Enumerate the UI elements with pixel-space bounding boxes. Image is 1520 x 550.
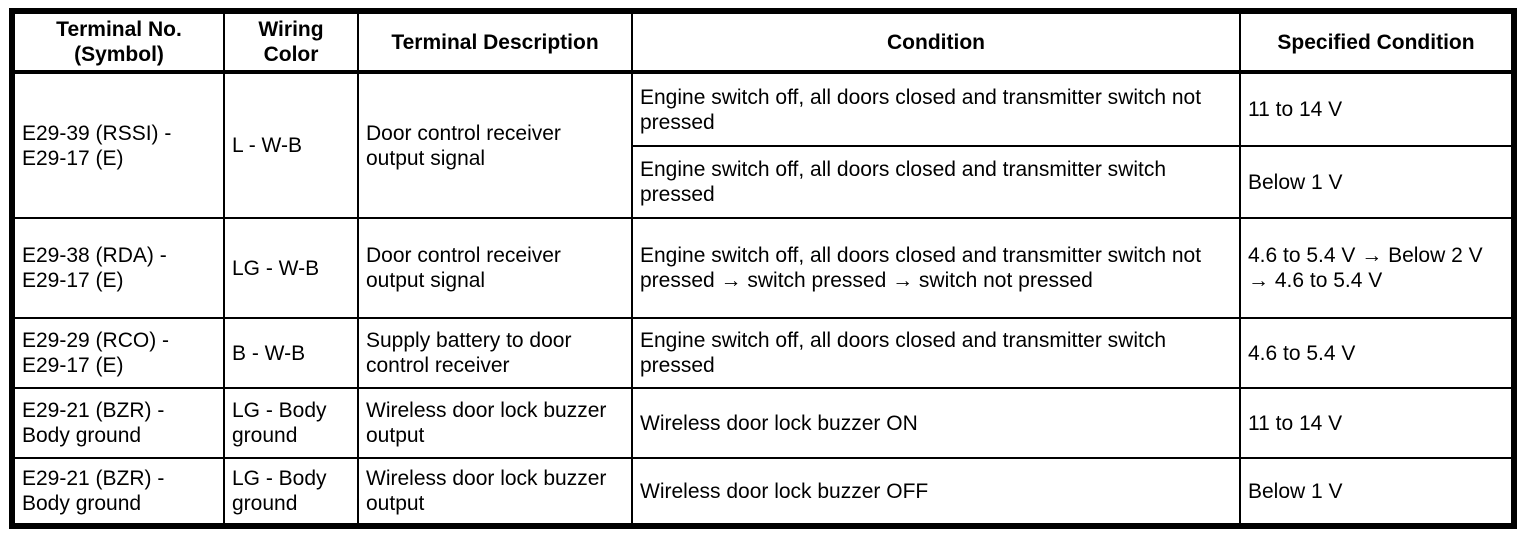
specified-condition-cell: 4.6 to 5.4 V → Below 2 V → 4.6 to 5.4 V — [1239, 217, 1515, 320]
wiring-color-cell: LG - W-B — [223, 217, 359, 320]
description-cell: Door control receiver output signal — [357, 217, 633, 320]
wiring-color-cell: B - W-B — [223, 317, 359, 390]
condition-cell: Engine switch off, all doors closed and … — [631, 71, 1241, 148]
description-cell: Wireless door lock buzzer output — [357, 387, 633, 460]
wiring-color-cell: L - W-B — [223, 71, 359, 220]
terminal-cell: E29-29 (RCO) - E29-17 (E) — [11, 317, 225, 390]
condition-cell: Wireless door lock buzzer ON — [631, 387, 1241, 460]
table-row: Engine switch off, all doors closed and … — [12, 145, 1515, 220]
header-row: Terminal No. (Symbol) Wiring Color Termi… — [11, 9, 1515, 75]
description-cell: Wireless door lock buzzer output — [357, 457, 633, 528]
terminal-cell: E29-21 (BZR) - Body ground — [11, 387, 225, 460]
specified-condition-cell: 11 to 14 V — [1239, 71, 1515, 148]
specified-condition-cell: Below 1 V — [1239, 145, 1515, 220]
header-terminal-description: Terminal Description — [357, 9, 633, 75]
terminal-cell: E29-38 (RDA) - E29-17 (E) — [11, 217, 225, 320]
header-wiring-color: Wiring Color — [223, 9, 359, 75]
wiring-color-cell: LG - Body ground — [223, 387, 359, 460]
specified-condition-cell: 4.6 to 5.4 V — [1239, 317, 1515, 390]
terminal-cell: E29-39 (RSSI) - E29-17 (E) — [11, 71, 225, 220]
table-row: E29-29 (RCO) - E29-17 (E) B - W-B Supply… — [11, 317, 1515, 390]
wiring-color-cell: LG - Body ground — [223, 457, 359, 528]
table-row: E29-38 (RDA) - E29-17 (E) LG - W-B Door … — [11, 217, 1515, 320]
header-specified-condition: Specified Condition — [1239, 9, 1515, 75]
header-condition: Condition — [631, 9, 1241, 75]
header-terminal-no: Terminal No. (Symbol) — [11, 9, 225, 75]
specified-condition-cell: 11 to 14 V — [1239, 387, 1515, 460]
condition-cell: Wireless door lock buzzer OFF — [631, 457, 1241, 528]
description-cell: Supply battery to door control receiver — [357, 317, 633, 390]
terminal-cell: E29-21 (BZR) - Body ground — [11, 457, 225, 528]
table-row: E29-39 (RSSI) - E29-17 (E) L - W-B Door … — [11, 71, 1515, 220]
description-cell: Door control receiver output signal — [357, 71, 633, 220]
condition-cell: Engine switch off, all doors closed and … — [631, 317, 1241, 390]
condition-cell: Engine switch off, all doors closed and … — [631, 217, 1241, 320]
table-row: E29-21 (BZR) - Body ground LG - Body gro… — [11, 387, 1515, 460]
terminal-spec-table: Terminal No. (Symbol) Wiring Color Termi… — [9, 8, 1517, 530]
condition-cell: Engine switch off, all doors closed and … — [631, 145, 1241, 220]
specified-condition-cell: Below 1 V — [1239, 457, 1515, 528]
table-row: E29-21 (BZR) - Body ground LG - Body gro… — [11, 457, 1515, 528]
